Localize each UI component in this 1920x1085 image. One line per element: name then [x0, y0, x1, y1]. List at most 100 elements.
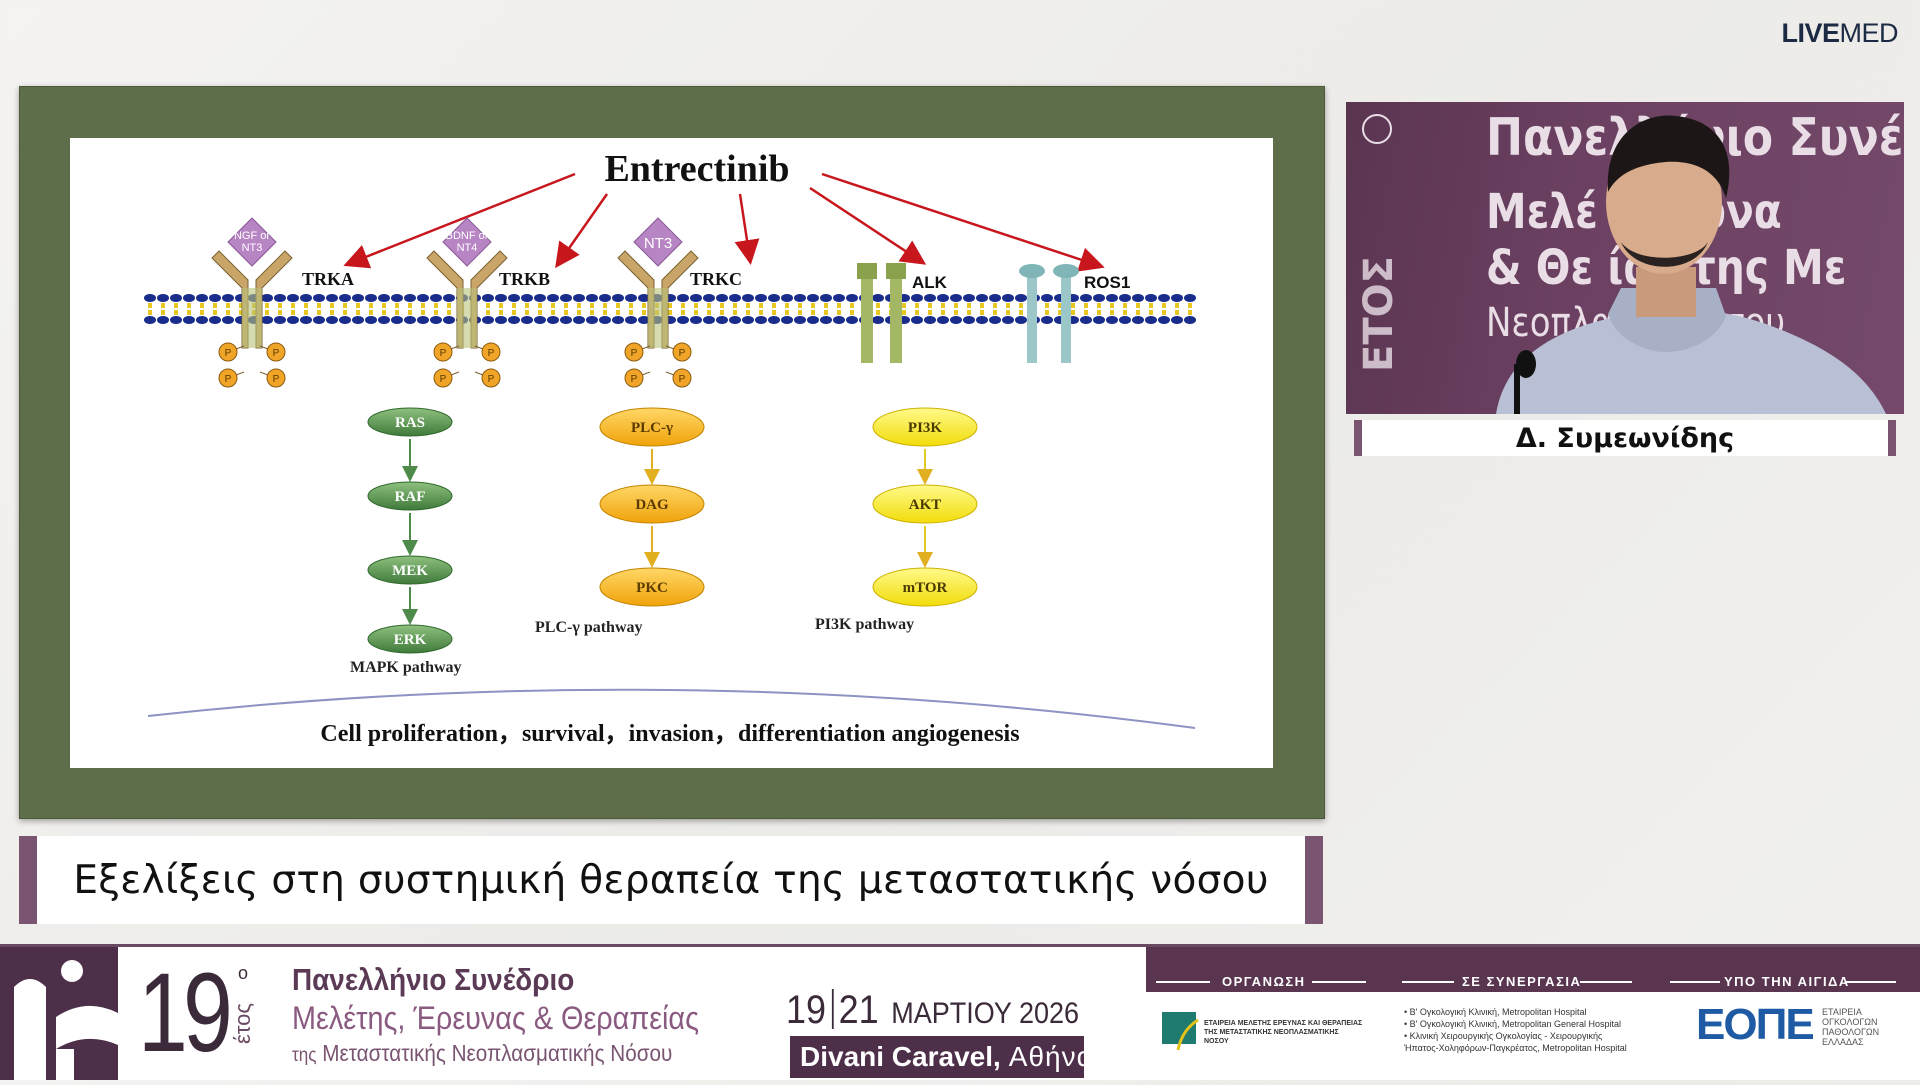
- edition-number: 19: [138, 950, 233, 1075]
- cooperation-item: • Β' Ογκολογική Κλινική, Metropolitan Ho…: [1404, 1007, 1587, 1017]
- svg-text:P: P: [631, 374, 638, 385]
- svg-text:P: P: [488, 374, 495, 385]
- pathway-node-label: PKC: [636, 580, 668, 596]
- phosphate-icon: [218, 342, 238, 362]
- phosphate-icon: [433, 368, 453, 388]
- conference-logo: [0, 947, 118, 1080]
- phosphate-icon: [624, 368, 644, 388]
- pathway-0: RAS RAF MEK ERK MAPK pathway: [350, 407, 462, 676]
- phosphate-icon: [481, 368, 501, 388]
- cooperation-item: • Β' Ογκολογική Κλινική, Metropolitan Ge…: [1404, 1019, 1622, 1029]
- label-cooperation: ΣΕ ΣΥΝΕΡΓΑΣΙΑ: [1462, 974, 1582, 989]
- pathway-label: PI3K pathway: [815, 616, 914, 633]
- pathway-label: MAPK pathway: [350, 659, 462, 676]
- pathway-node: [367, 481, 453, 511]
- cooperation-item: • Κλινική Χειρουργικής Ογκολογίας - Χειρ…: [1404, 1031, 1603, 1041]
- svg-text:P: P: [225, 374, 232, 385]
- ligand-label: NT3: [242, 242, 263, 254]
- divider-line: [1580, 981, 1632, 983]
- svg-text:P: P: [679, 374, 686, 385]
- svg-text:P: P: [440, 348, 447, 359]
- receptor-alk: ALK: [857, 263, 948, 363]
- divider-line: [1156, 981, 1210, 983]
- svg-text:P: P: [440, 374, 447, 385]
- pathway-node: [599, 484, 705, 524]
- pathway-node: [599, 407, 705, 447]
- svg-text:P: P: [273, 374, 280, 385]
- pathway-node-label: DAG: [635, 497, 669, 513]
- cell-boundary-curve: [147, 688, 1196, 729]
- edition-ordinal: ο: [238, 963, 249, 983]
- pathway-2: PI3K AKT mTOR PI3K pathway: [815, 407, 978, 633]
- label-organization: ΟΡΓΑΝΩΣΗ: [1222, 974, 1306, 989]
- pathway-label: PLC-γ pathway: [535, 619, 643, 636]
- phosphate-icon: [433, 342, 453, 362]
- phosphate-icon: [266, 342, 286, 362]
- pathway-node-label: AKT: [909, 497, 942, 513]
- cell-membrane: [144, 294, 1196, 324]
- speaker-video: Πανελλήνιο Συνέδ Μελέ Έρευνα & Θε ίας τη…: [1346, 102, 1904, 414]
- phosphate-icon: [672, 342, 692, 362]
- eope-logo: ΕΟΠΕ: [1696, 1000, 1815, 1049]
- backdrop-circle-icon: [1362, 114, 1392, 144]
- divider-line: [1312, 981, 1366, 983]
- pathway-node: [872, 484, 978, 524]
- receptor-label: TRKC: [690, 269, 742, 289]
- outcome-text: Cell proliferation，survival，invasion，dif…: [320, 721, 1019, 747]
- speaker-figure: [1496, 115, 1886, 414]
- speaker-name-bar: Δ. Συμεωνίδης: [1354, 420, 1896, 456]
- conference-name-line2: Μελέτης, Έρευνας & Θεραπείας: [292, 1000, 699, 1036]
- conference-venue: Divani Caravel,Αθήνα: [790, 1036, 1093, 1078]
- svg-text:P: P: [631, 348, 638, 359]
- inhibition-arrows: [343, 172, 1105, 272]
- ligand-diamond: [442, 217, 492, 267]
- edition-word: έτος: [230, 1002, 255, 1044]
- receptor-label: ALK: [912, 273, 948, 292]
- cooperation-list: • Β' Ογκολογική Κλινική, Metropolitan Ho…: [1404, 1006, 1644, 1054]
- lower-third-title: Εξελίξεις στη συστημική θεραπεία της μετ…: [19, 836, 1323, 924]
- drug-title: Entrectinib: [604, 148, 789, 190]
- talk-title: Εξελίξεις στη συστημική θεραπεία της μετ…: [73, 857, 1269, 903]
- pathway-node-label: ERK: [394, 632, 427, 648]
- ligand-diamond: [633, 217, 683, 267]
- pathway-node-label: mTOR: [903, 580, 948, 596]
- divider-line: [1846, 981, 1896, 983]
- phosphate-icon: [672, 368, 692, 388]
- receptor-label: TRKB: [499, 269, 550, 289]
- pathway-node-label: PLC-γ: [631, 420, 673, 436]
- phosphate-icon: [624, 342, 644, 362]
- receptor-label: TRKA: [302, 269, 354, 289]
- conference-name-line1: Πανελλήνιο Συνέδριο: [292, 962, 575, 997]
- pathway-node-label: RAS: [395, 415, 425, 431]
- divider-line: [1402, 981, 1454, 983]
- speaker-name: Δ. Συμεωνίδης: [1515, 422, 1735, 454]
- svg-text:P: P: [225, 348, 232, 359]
- sponsors-band: [1146, 947, 1920, 992]
- livemed-logo: LIVEMED: [1781, 18, 1898, 48]
- eope-subtitle: ΕΤΑΙΡΕΙΑ ΟΓΚΟΛΟΓΩΝ ΠΑΘΟΛΟΓΩΝ ΕΛΛΑΔΑΣ: [1822, 1007, 1880, 1047]
- phosphate-icon: [481, 342, 501, 362]
- pathway-node-label: PI3K: [908, 420, 943, 436]
- organizer-name: ΕΤΑΙΡΕΙΑ ΜΕΛΕΤΗΣ ΕΡΕΥΝΑΣ ΚΑΙ ΘΕΡΑΠΕΙΑΣ Τ…: [1204, 1020, 1363, 1045]
- pathway-node: [599, 567, 705, 607]
- ligand-label: NT3: [644, 235, 672, 252]
- conference-logo-icon: [14, 960, 118, 1080]
- svg-text:P: P: [273, 348, 280, 359]
- pathway-node-label: RAF: [395, 489, 426, 505]
- pathway-node-label: MEK: [392, 563, 428, 579]
- divider-line: [1670, 981, 1720, 983]
- cooperation-item: Ήπατος-Χοληφόρων-Παγκρέατος, Metropolita…: [1404, 1043, 1627, 1053]
- label-aegis: ΥΠΟ ΤΗΝ ΑΙΓΙΔΑ: [1724, 974, 1850, 989]
- pathway-node: [872, 567, 978, 607]
- pathway-node: [367, 624, 453, 654]
- receptor-ros1: ROS1: [1019, 264, 1130, 363]
- receptor-label: ROS1: [1084, 273, 1130, 292]
- phosphate-icon: [266, 368, 286, 388]
